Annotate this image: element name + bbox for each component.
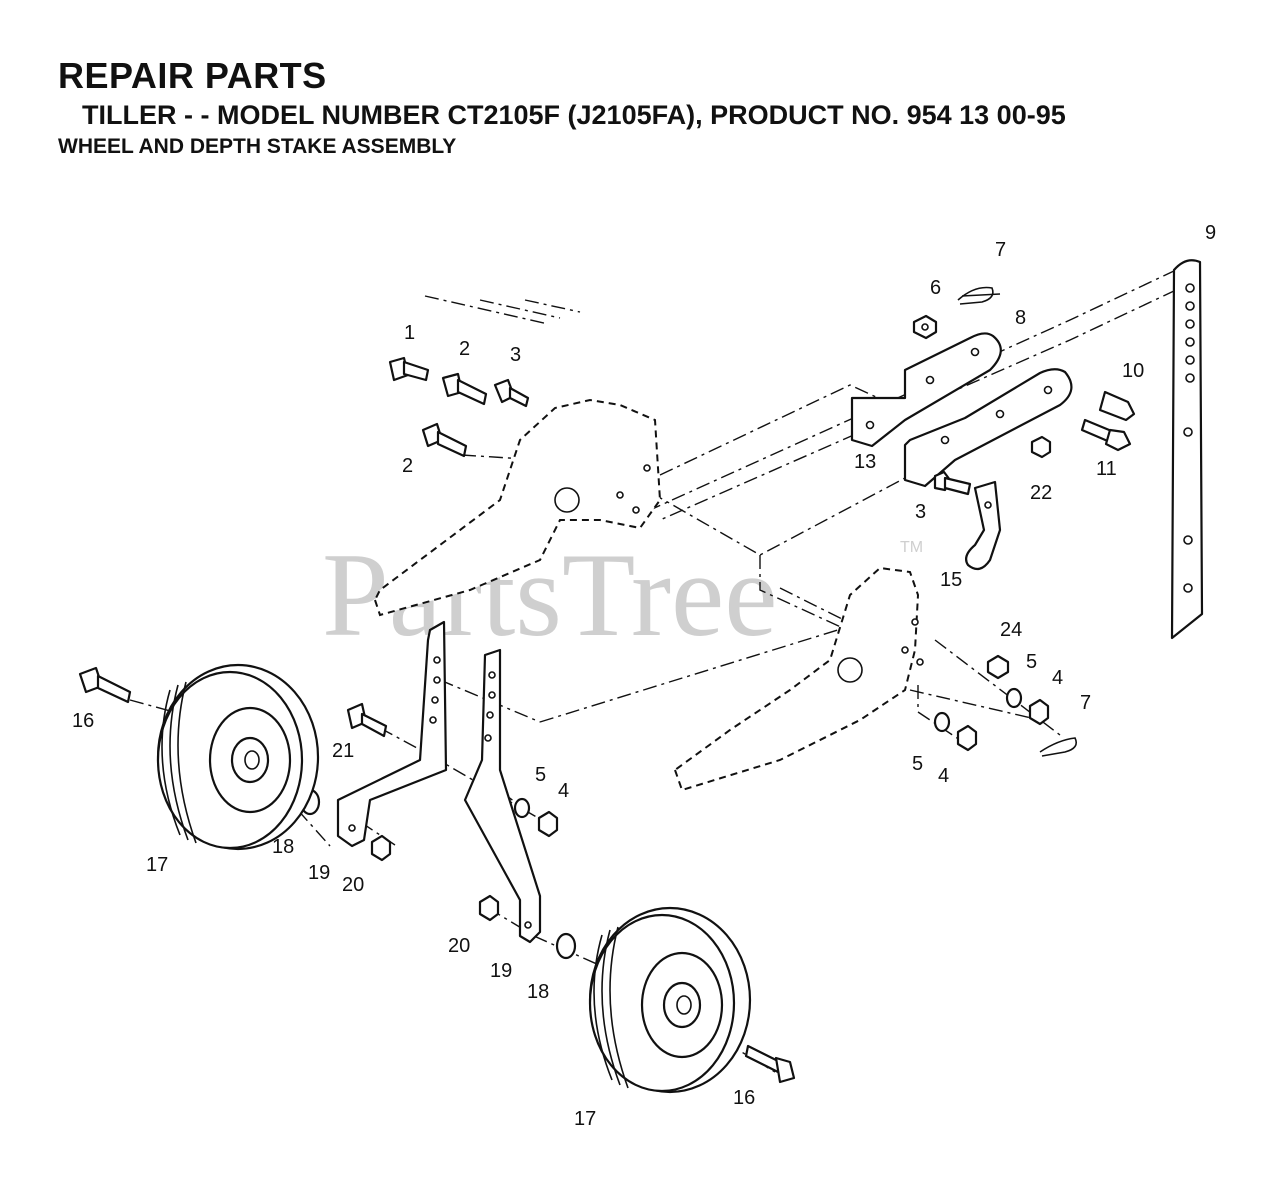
wheel-part-17-front xyxy=(588,906,752,1094)
callout-4-center: 4 xyxy=(558,780,569,802)
nut-part-24 xyxy=(986,654,1010,680)
callout-16-left: 16 xyxy=(72,710,94,732)
callout-24: 24 xyxy=(1000,619,1022,641)
nut-part-20-left xyxy=(370,834,392,862)
callout-18-left: 18 xyxy=(272,836,294,858)
bolt-part-21 xyxy=(346,702,388,738)
washer-part-5-center xyxy=(513,797,531,819)
callout-4-right-a: 4 xyxy=(1052,667,1063,689)
callout-3-upper: 3 xyxy=(510,344,521,366)
callout-17-left: 17 xyxy=(146,854,168,876)
callout-5-right-a: 5 xyxy=(1026,651,1037,673)
callout-15: 15 xyxy=(940,569,962,591)
nut-part-22 xyxy=(1030,435,1052,459)
right-frame-bracket xyxy=(673,566,924,792)
washer-part-5-right-a xyxy=(1005,687,1023,709)
stake-bracket-part-8 xyxy=(850,332,1002,448)
callout-5-right-b: 5 xyxy=(912,753,923,775)
callout-9: 9 xyxy=(1205,222,1216,244)
callout-22: 22 xyxy=(1030,482,1052,504)
callout-20-left: 20 xyxy=(342,874,364,896)
callout-7-top: 7 xyxy=(995,239,1006,261)
stake-adjuster-part-15 xyxy=(965,480,1002,571)
callout-6: 6 xyxy=(930,277,941,299)
nut-part-4-center xyxy=(537,810,559,838)
wheel-bracket-part-19-left xyxy=(336,620,448,848)
nut-part-4-right-a xyxy=(1028,698,1050,726)
callout-13: 13 xyxy=(854,451,876,473)
callout-1: 1 xyxy=(404,322,415,344)
depth-stake-part-9 xyxy=(1170,259,1204,640)
nut-part-6 xyxy=(912,314,938,340)
hairpin-clip-part-7-top xyxy=(957,286,1001,305)
bolt-part-16-left xyxy=(78,666,132,704)
callout-18-front: 18 xyxy=(527,981,549,1003)
callout-10: 10 xyxy=(1122,360,1144,382)
pin-part-10 xyxy=(1098,390,1136,422)
watermark-tm: TM xyxy=(900,539,923,556)
callout-11: 11 xyxy=(1096,458,1117,480)
callout-8: 8 xyxy=(1015,307,1026,329)
bolt-part-3-upper xyxy=(493,378,530,408)
callout-19-front: 19 xyxy=(490,960,512,982)
bolt-part-16-front xyxy=(744,1044,796,1084)
title-block: REPAIR PARTS TILLER - - MODEL NUMBER CT2… xyxy=(58,56,1066,160)
callout-5-center: 5 xyxy=(535,764,546,786)
bolt-part-2-upper xyxy=(441,372,488,406)
callout-2-upper: 2 xyxy=(459,338,470,360)
washer-part-18-front xyxy=(555,932,577,960)
bolt-part-3-right xyxy=(933,470,972,496)
callout-20-front: 20 xyxy=(448,935,470,957)
callout-21: 21 xyxy=(332,740,354,762)
nut-part-4-right-b xyxy=(956,724,978,752)
wheel-part-17-left xyxy=(156,663,320,851)
callout-7-right: 7 xyxy=(1080,692,1091,714)
bolt-part-1 xyxy=(388,356,430,382)
callout-labels: 9 7 6 8 1 2 3 10 11 2 13 22 3 15 24 5 4 … xyxy=(72,222,1216,1130)
callout-19-left: 19 xyxy=(308,862,330,884)
wheel-bracket-part-19-right xyxy=(463,648,542,944)
hairpin-clip-part-7-right xyxy=(1039,737,1078,757)
bolt-part-2-lower xyxy=(421,422,468,458)
stake-bracket-part-13 xyxy=(903,368,1073,488)
assembly-title: WHEEL AND DEPTH STAKE ASSEMBLY xyxy=(58,135,457,158)
callout-4-right-b: 4 xyxy=(938,765,949,787)
callout-16-front: 16 xyxy=(733,1087,755,1109)
callout-2-lower: 2 xyxy=(402,455,413,477)
model-subtitle: TILLER - - MODEL NUMBER CT2105F (J2105FA… xyxy=(82,100,1066,130)
washer-part-5-right-b xyxy=(933,711,951,733)
page-title: REPAIR PARTS xyxy=(58,55,327,96)
callout-17-front: 17 xyxy=(574,1108,596,1130)
nut-part-20-front xyxy=(478,894,500,922)
callout-3-right: 3 xyxy=(915,501,926,523)
left-frame-bracket xyxy=(373,398,662,617)
bolt-part-11 xyxy=(1080,418,1132,452)
